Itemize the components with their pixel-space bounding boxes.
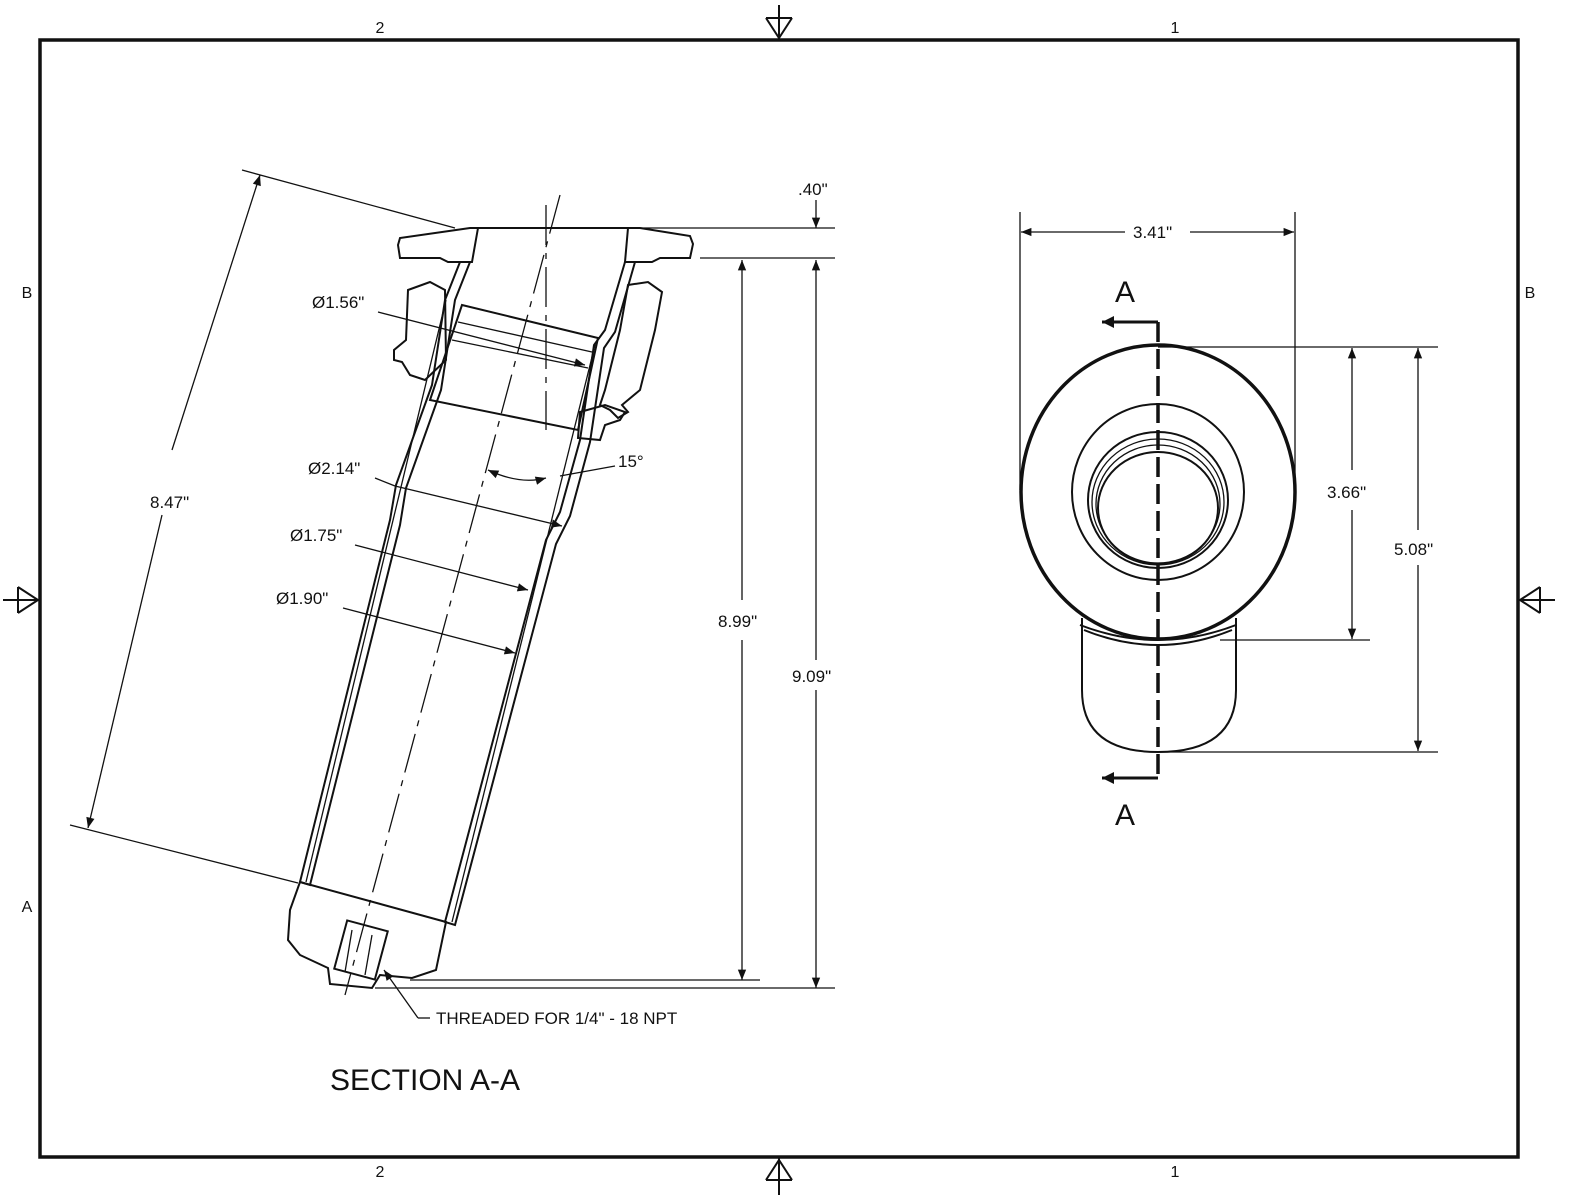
thread-note: THREADED FOR 1/4" - 18 NPT xyxy=(436,1009,677,1028)
dim-angle: 15° xyxy=(618,452,644,471)
center-mark-top xyxy=(765,5,793,40)
center-mark-left xyxy=(3,586,40,614)
collar-insert xyxy=(576,403,627,442)
threaded-port xyxy=(333,919,389,981)
center-axis xyxy=(344,194,561,996)
zone-right-b: B xyxy=(1525,285,1536,302)
inner-cartridge xyxy=(428,303,600,432)
dim-height-total-top: 5.08" xyxy=(1394,540,1433,559)
lower-lobe xyxy=(1081,618,1237,754)
collar-right xyxy=(598,280,664,420)
center-mark-bottom xyxy=(765,1157,793,1195)
dim-dia-outer: Ø1.90" xyxy=(276,589,328,608)
section-view: 15° .40" 8.99" 9.09" 8.47" Ø1.56" Ø2.14"… xyxy=(69,169,835,1097)
dim-height-inner: 3.66" xyxy=(1327,483,1366,502)
zone-left-b: B xyxy=(22,285,33,302)
zone-bottom-2: 2 xyxy=(376,1164,385,1181)
dim-height-body: 8.99" xyxy=(718,612,757,631)
zone-left-a: A xyxy=(22,899,33,916)
dim-dia-mid: Ø2.14" xyxy=(308,459,360,478)
bore xyxy=(1097,451,1219,565)
dim-overall-length: 8.47" xyxy=(150,493,189,512)
center-mark-right xyxy=(1518,586,1555,614)
dim-flange-thickness: .40" xyxy=(798,180,828,199)
dim-width: 3.41" xyxy=(1133,223,1172,242)
drawing-border xyxy=(38,38,1520,1159)
dim-dia-inner: Ø1.75" xyxy=(290,526,342,545)
zone-top-2: 2 xyxy=(376,20,385,37)
top-view: A A 3.41" 3.66" 5.08" xyxy=(1019,212,1438,832)
zone-bottom-1: 1 xyxy=(1171,1164,1180,1181)
dim-dia-top: Ø1.56" xyxy=(312,293,364,312)
flange-right xyxy=(623,227,695,263)
tube-wall-right xyxy=(443,261,637,927)
bottom-plug xyxy=(286,880,448,990)
collar-left xyxy=(393,280,448,382)
zone-top-1: 1 xyxy=(1171,20,1180,37)
section-title: SECTION A-A xyxy=(330,1064,520,1097)
dim-height-total: 9.09" xyxy=(792,667,831,686)
section-label-top: A xyxy=(1115,276,1135,309)
section-label-bottom: A xyxy=(1115,799,1135,832)
flange-left xyxy=(396,227,480,263)
